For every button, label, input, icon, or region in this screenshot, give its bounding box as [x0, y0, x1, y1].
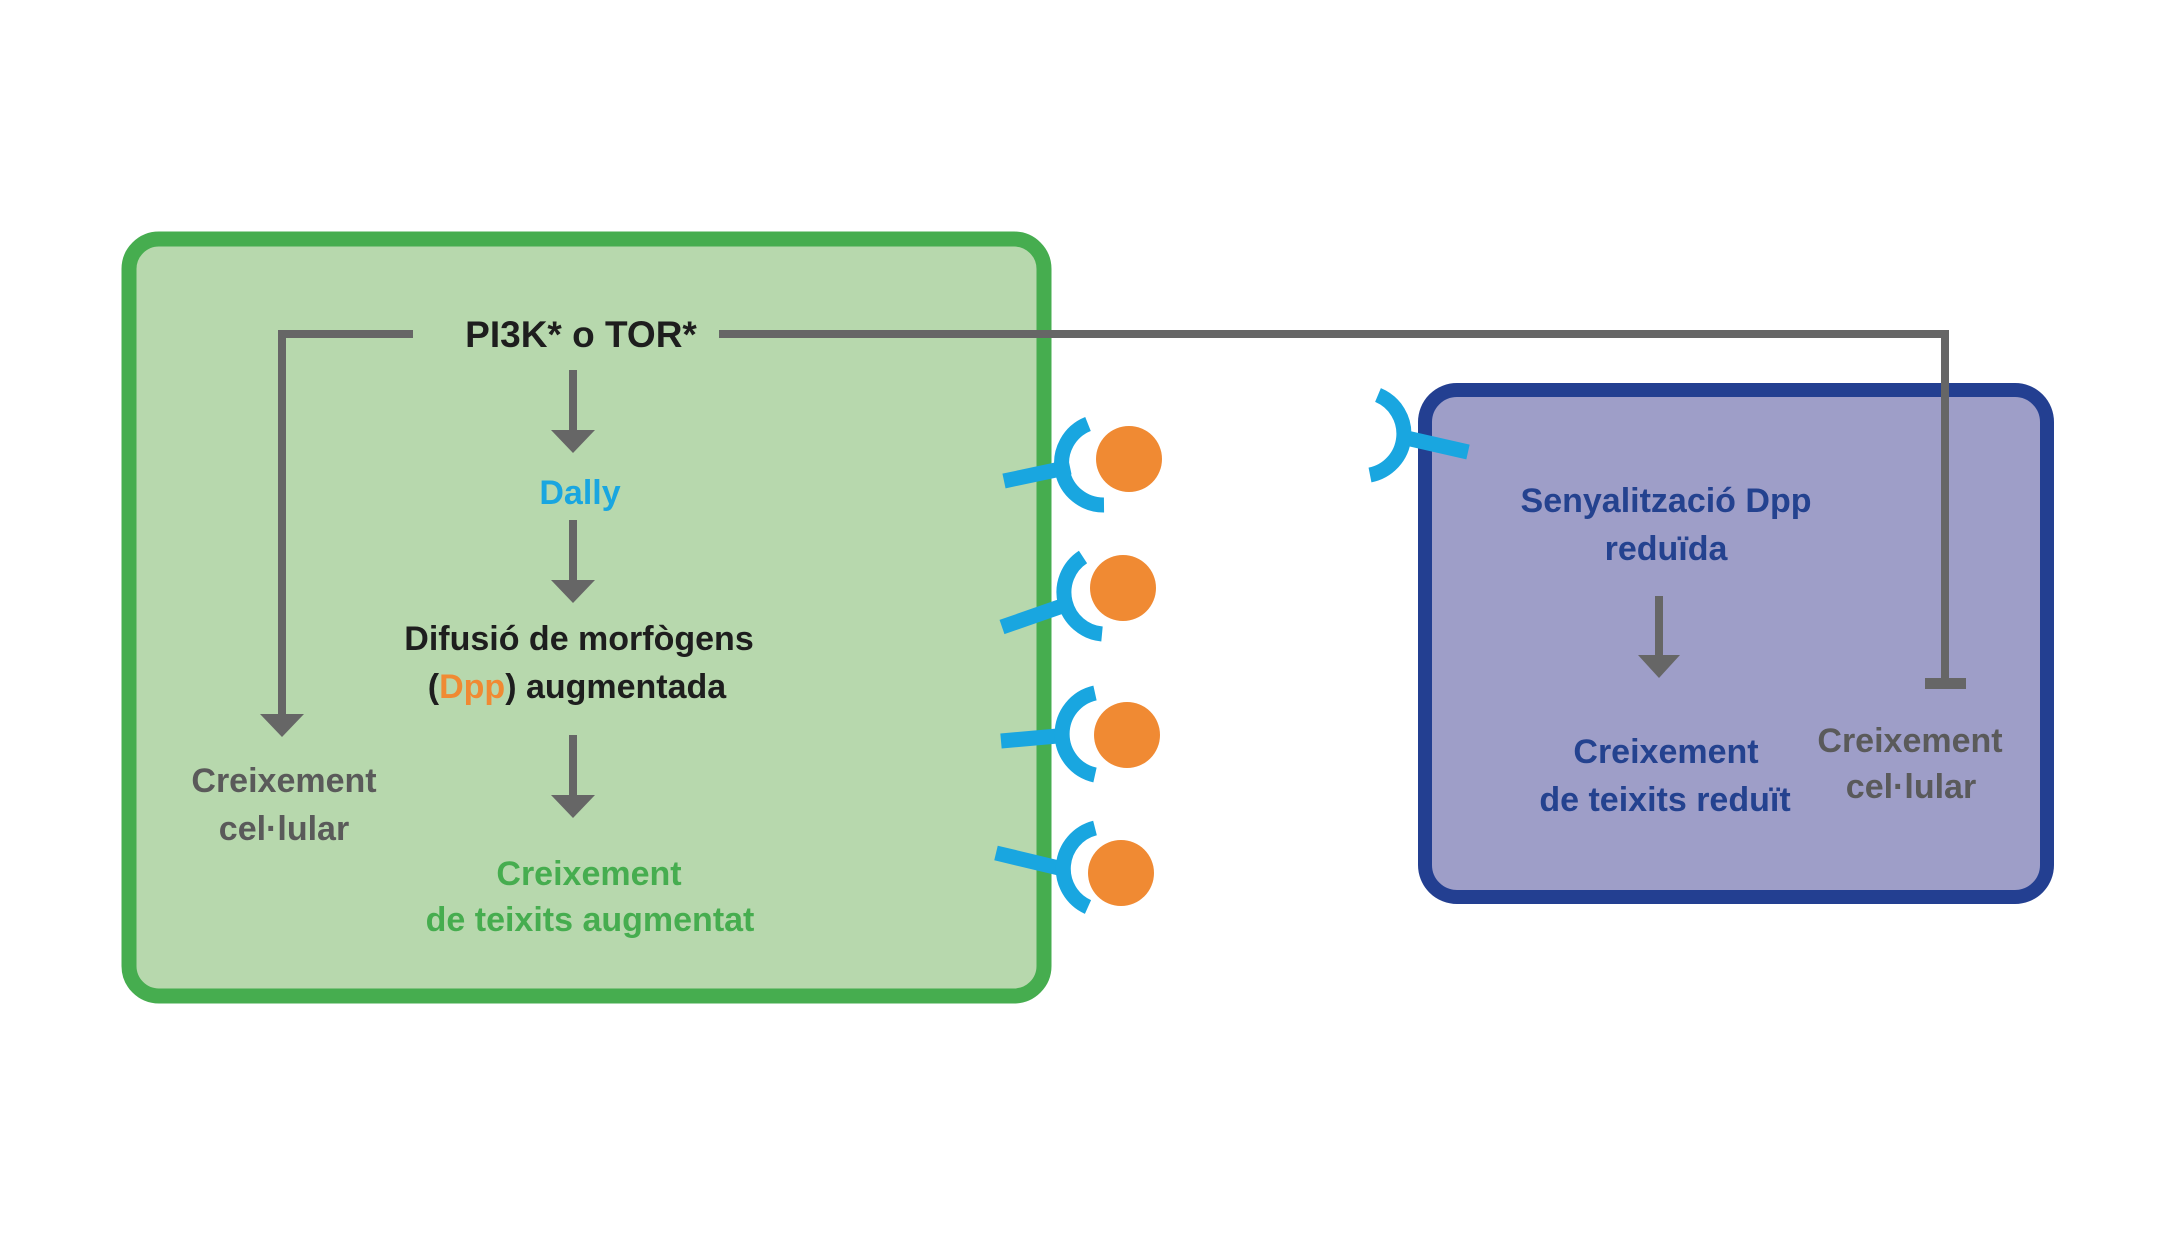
- ligand-dpp: [1090, 555, 1156, 621]
- pi3k-to-cell-growth-line: [278, 330, 413, 716]
- pi3k-to-blue-inhibition-line: [719, 330, 1949, 683]
- receptor-ligand-4: [994, 820, 1154, 914]
- label-dally: Dally: [539, 474, 620, 512]
- receptor-cup: [1368, 388, 1412, 483]
- receptor-stalk: [994, 845, 1065, 877]
- arrowhead-cell-growth: [260, 714, 304, 737]
- label-pi3k-tor: PI3K* o TOR*: [465, 314, 697, 355]
- receptor-blue-cell: [1368, 388, 1470, 483]
- label-tissue-growth-increased-line1: Creixement: [496, 855, 681, 893]
- paren-open: (: [428, 668, 440, 706]
- blue-cell: [1418, 383, 2054, 904]
- label-dpp: Dpp: [439, 668, 505, 706]
- label-tissue-growth-reduced-line2: de teixits reduït: [1539, 781, 1790, 819]
- label-signaling-line2: reduïda: [1605, 530, 1729, 568]
- receptor-cup: [1055, 820, 1098, 914]
- inhibition-bar: [1925, 678, 1966, 689]
- label-tissue-growth-increased-line2: de teixits augmentat: [426, 901, 755, 939]
- label-cell-growth-blue-line2: cel·lular: [1846, 768, 1976, 806]
- receptor-ligand-2: [999, 550, 1156, 642]
- ligand-dpp: [1096, 426, 1162, 492]
- receptor-ligand-3: [1000, 685, 1160, 783]
- ligand-dpp: [1088, 840, 1154, 906]
- receptor-cup: [1056, 550, 1104, 642]
- receptor-ligand-1: [1002, 417, 1162, 513]
- receptor-stalk: [999, 596, 1071, 635]
- arrowhead-diffusion: [551, 580, 595, 603]
- receptor-cup: [1054, 417, 1105, 513]
- label-tissue-growth-reduced-line1: Creixement: [1573, 733, 1758, 771]
- label-signaling-line1: Senyalització Dpp: [1521, 482, 1812, 520]
- arrowhead-tissue-growth: [551, 795, 595, 818]
- receptor-stalk: [1400, 429, 1470, 460]
- arrowhead-dally: [551, 430, 595, 453]
- ligand-dpp: [1094, 702, 1160, 768]
- label-augmentada: ) augmentada: [505, 668, 727, 706]
- label-diffusion-line2: (Dpp) augmentada: [428, 668, 728, 706]
- label-cell-growth-green-line1: Creixement: [191, 762, 376, 800]
- receptor-cup: [1054, 685, 1097, 783]
- label-cell-growth-blue-line1: Creixement: [1817, 722, 2002, 760]
- arrowhead-blue-tissue-growth: [1638, 655, 1680, 678]
- label-cell-growth-green-line2: cel·lular: [219, 810, 349, 848]
- label-diffusion-line1: Difusió de morfògens: [404, 620, 753, 658]
